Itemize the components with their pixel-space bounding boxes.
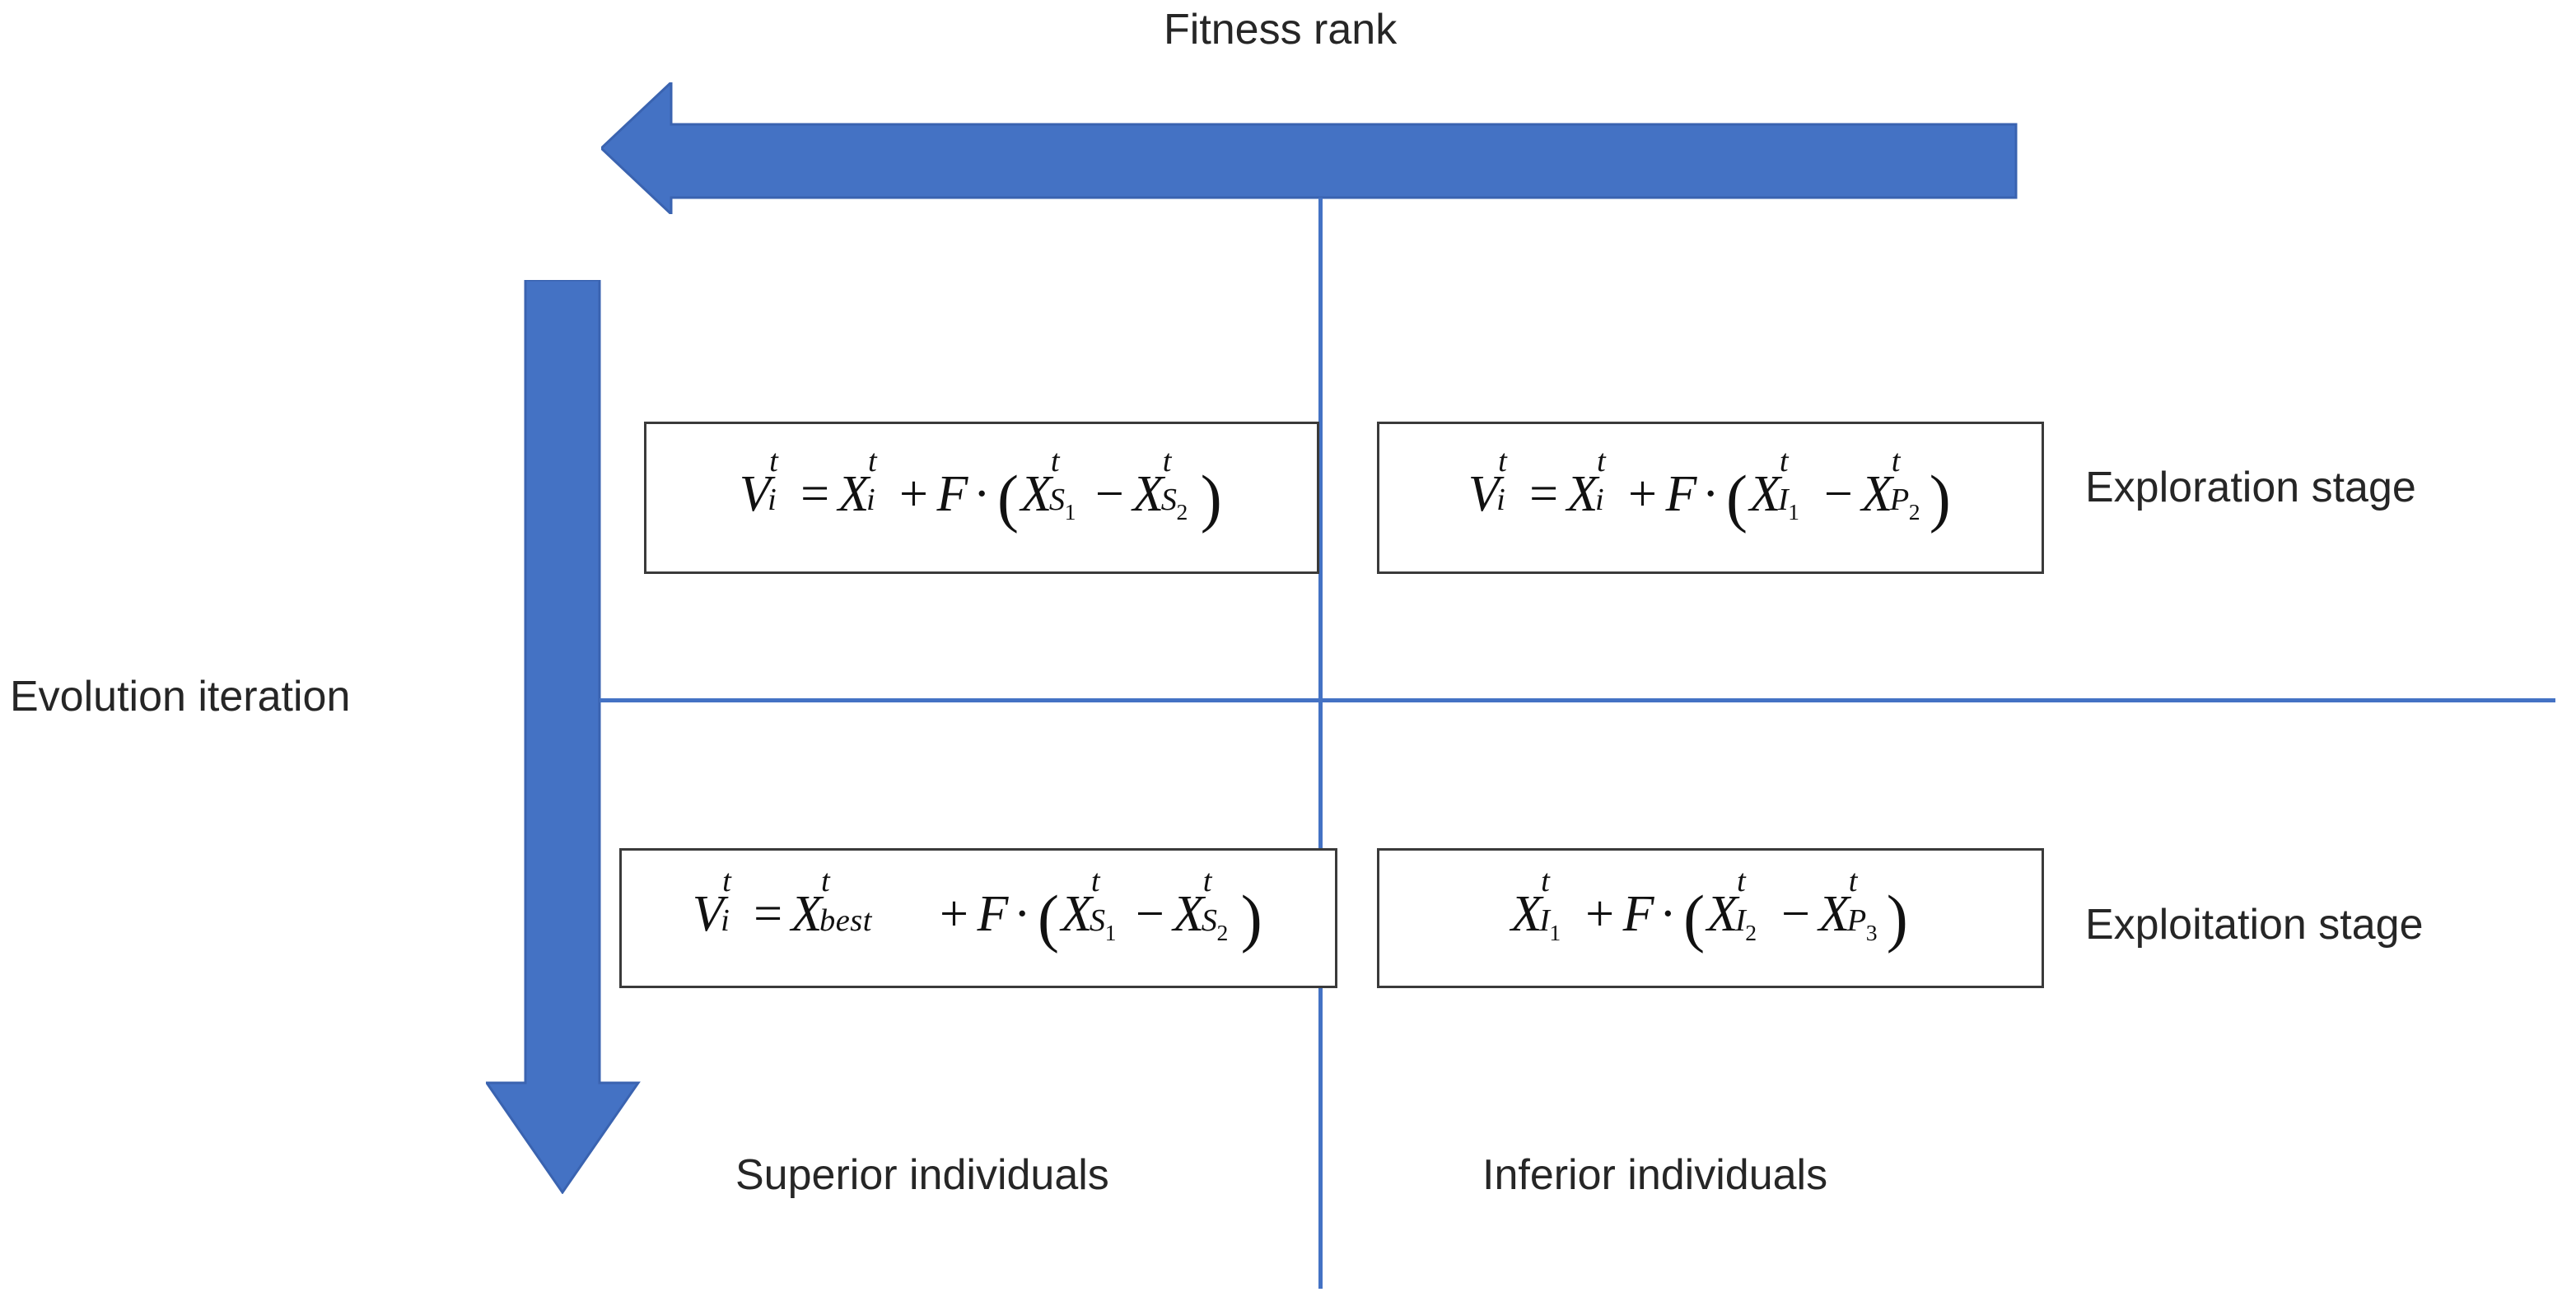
multiplication-dot: · <box>1701 465 1720 522</box>
superior-individuals-label: Superior individuals <box>735 1151 1109 1199</box>
axis-horizontal-divider <box>600 698 2555 702</box>
close-paren: ) <box>1200 461 1223 534</box>
plus-sign: + <box>899 465 929 522</box>
close-paren: ) <box>1886 882 1909 954</box>
open-paren: ( <box>997 461 1020 534</box>
close-paren: ) <box>1929 461 1952 534</box>
evolution-iteration-label: Evolution iteration <box>10 673 351 721</box>
multiplication-dot: · <box>1659 886 1678 942</box>
minus-sign: − <box>1823 465 1854 522</box>
open-paren: ( <box>1726 461 1748 534</box>
equals-sign: = <box>1529 465 1559 522</box>
scale-factor-F: F <box>1665 465 1697 522</box>
minus-sign: − <box>1135 886 1165 942</box>
fitness-rank-label: Fitness rank <box>1164 6 1398 54</box>
open-paren: ( <box>1038 882 1060 954</box>
exploration-stage-label: Exploration stage <box>2085 464 2416 511</box>
minus-sign: − <box>1094 465 1125 522</box>
multiplication-dot: · <box>973 465 992 522</box>
multiplication-dot: · <box>1013 886 1032 942</box>
plus-sign: + <box>1585 886 1615 942</box>
scale-factor-F: F <box>1622 886 1654 942</box>
evolution-iteration-arrow-icon <box>486 280 641 1194</box>
exploitation-stage-label: Exploitation stage <box>2085 901 2424 949</box>
equals-sign: = <box>754 886 783 942</box>
close-paren: ) <box>1240 882 1263 954</box>
scale-factor-F: F <box>936 465 968 522</box>
plus-sign: + <box>1628 465 1658 522</box>
axis-vertical-divider <box>1318 198 1323 1289</box>
open-paren: ( <box>1683 882 1706 954</box>
scale-factor-F: F <box>977 886 1009 942</box>
inferior-individuals-label: Inferior individuals <box>1482 1151 1828 1199</box>
fitness-rank-arrow-icon <box>601 82 2018 214</box>
equals-sign: = <box>800 465 830 522</box>
plus-sign: + <box>940 886 969 942</box>
minus-sign: − <box>1780 886 1811 942</box>
